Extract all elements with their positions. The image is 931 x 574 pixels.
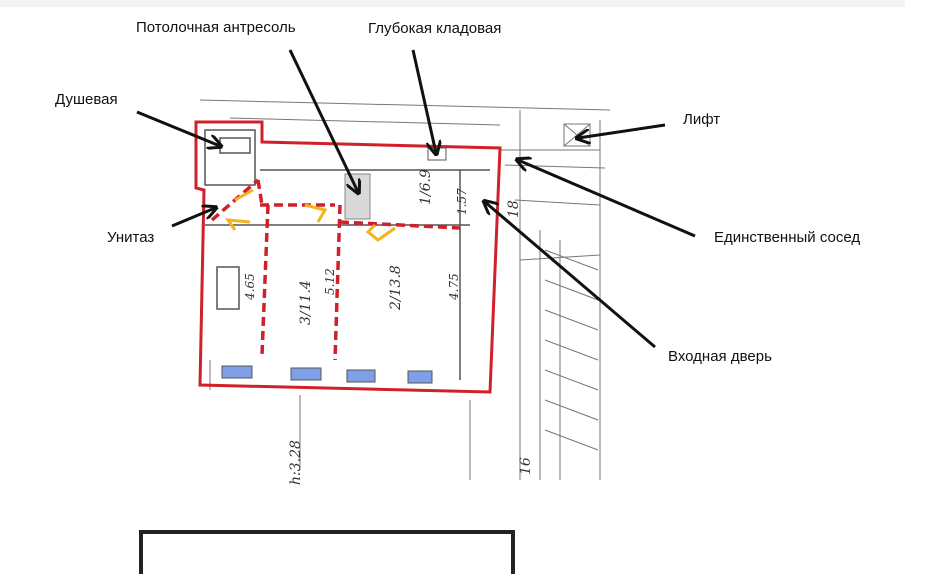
- dim-c: 4.65: [243, 273, 257, 301]
- label-deep-storage: Глубокая кладовая: [368, 20, 502, 37]
- door-marks: [224, 188, 396, 242]
- arrow-entrance: [485, 202, 656, 349]
- room-1-label: 1/6.9: [418, 169, 434, 205]
- arrow-mezzanine: [288, 49, 358, 192]
- arrow-neighbor: [518, 160, 696, 238]
- room-2-label: 2/13.8: [388, 265, 404, 311]
- label-ceiling-mezzanine: Потолочная антресоль: [136, 19, 296, 36]
- arrow-storage: [411, 49, 436, 153]
- mezzanine: [344, 173, 371, 220]
- dim-b: 1.57: [455, 188, 469, 215]
- floor-plan: h:3.28 16 18 1/6.9 2/13.8 3/11.4 4.75 1.…: [136, 49, 696, 485]
- arrow-shower: [136, 110, 220, 146]
- partitions: [210, 178, 461, 361]
- arrow-toilet: [171, 208, 215, 228]
- storage: [427, 147, 447, 161]
- label-toilet: Унитаз: [107, 229, 155, 246]
- annotation-arrows: [136, 49, 696, 349]
- label-elevator: Лифт: [683, 111, 721, 128]
- scan-lines: [199, 99, 611, 480]
- stair-number-2: 18: [506, 200, 522, 218]
- height-mark: h:3.28: [288, 440, 304, 485]
- bottom-frame: [139, 530, 515, 574]
- arrow-elevator: [578, 123, 666, 138]
- windows: [221, 365, 433, 384]
- label-entrance-door: Входная дверь: [668, 348, 772, 365]
- top-bar: [0, 0, 905, 7]
- label-only-neighbor: Единственный сосед: [714, 229, 861, 246]
- dim-a: 4.75: [447, 273, 461, 301]
- label-shower: Душевая: [55, 91, 118, 108]
- room-3-label: 3/11.4: [298, 280, 314, 325]
- stair-number: 16: [518, 457, 534, 475]
- dim-d: 5.12: [323, 268, 337, 295]
- apartment-outline: [194, 120, 502, 394]
